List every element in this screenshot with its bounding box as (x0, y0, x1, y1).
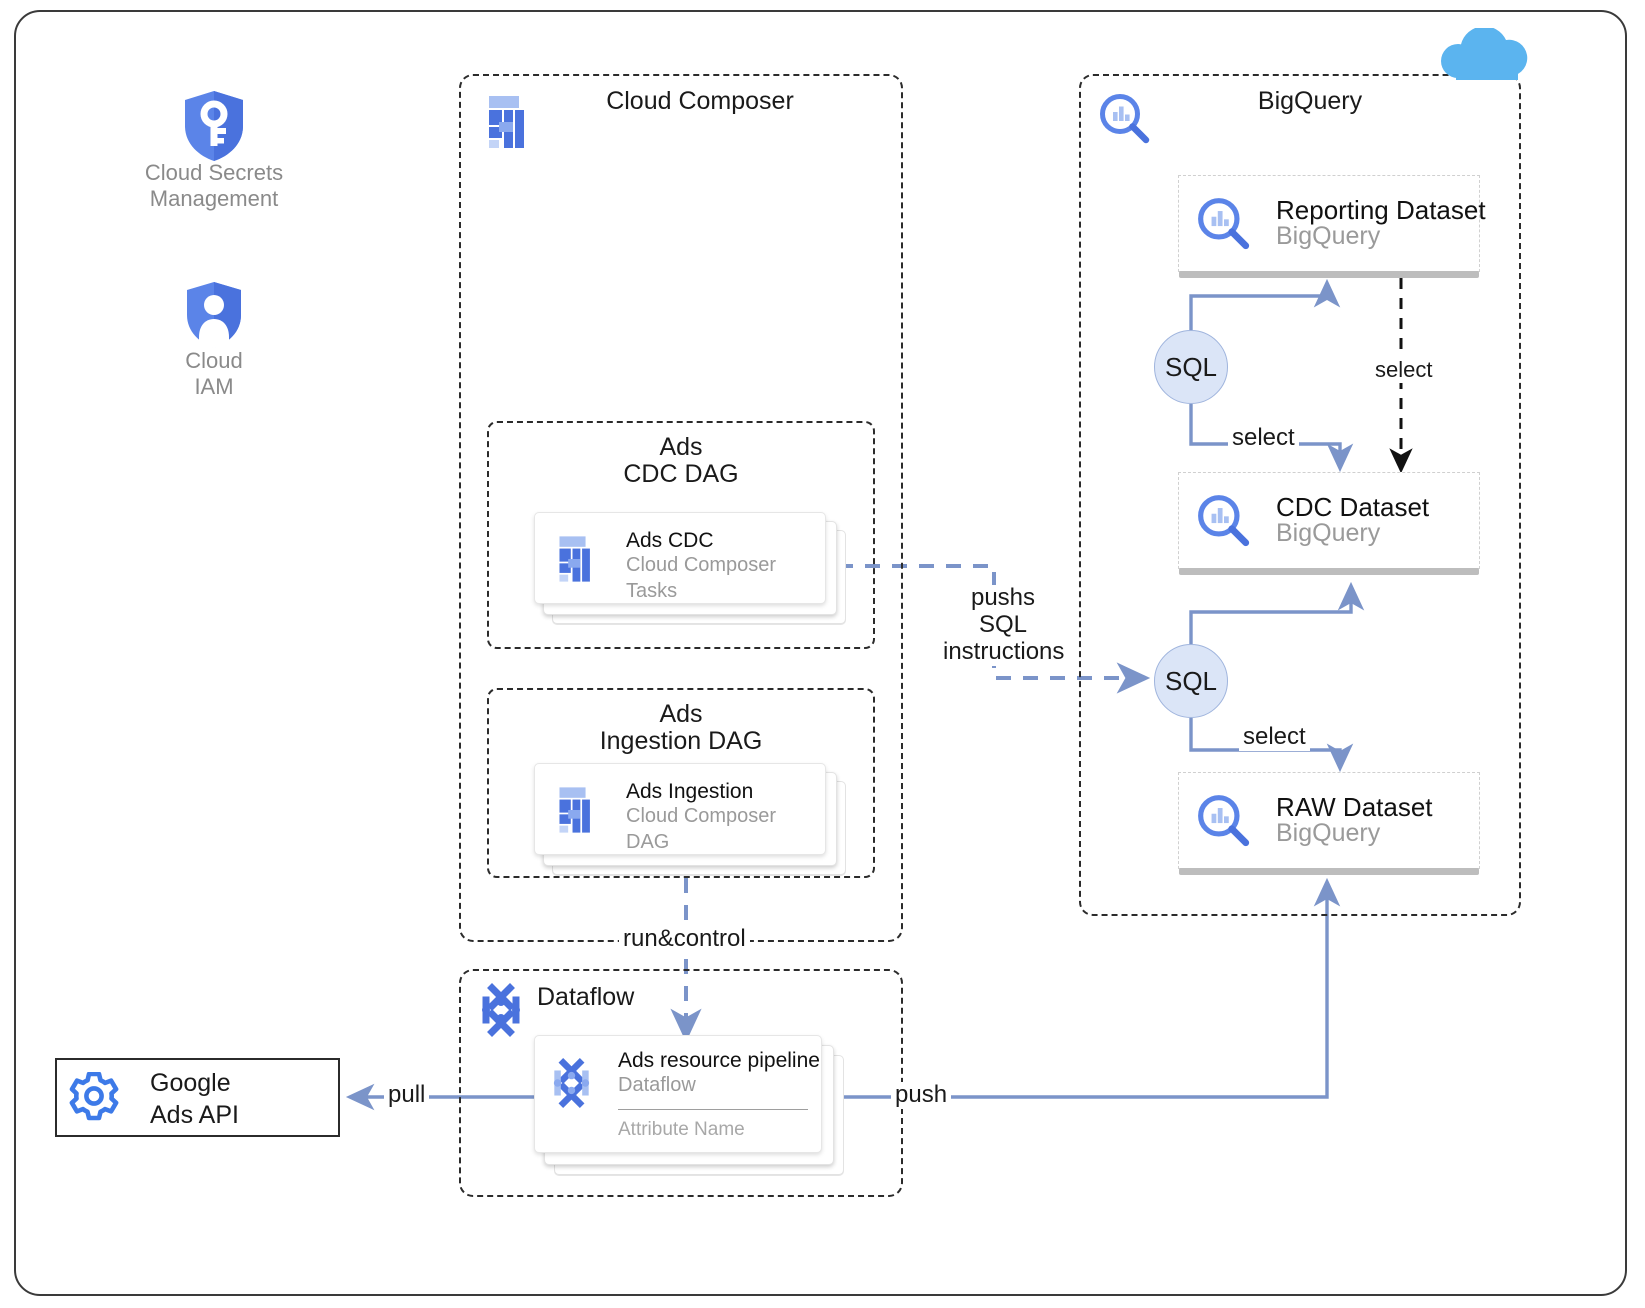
cloud-composer-group-title: Cloud Composer (606, 87, 794, 115)
shield-key-icon (185, 91, 243, 161)
cdc-dataset-title: CDC Dataset (1276, 492, 1430, 522)
edge-label-select-reporting-to-cdc: select (1371, 357, 1437, 383)
edge-label-pull: pull (384, 1081, 430, 1109)
ads-cdc-dag-group (487, 421, 875, 649)
ads-cdc-card-stack[interactable]: Ads CDC Cloud Composer Tasks (534, 512, 846, 624)
ads-resource-pipeline-card[interactable] (534, 1035, 822, 1153)
edge-label-run-control: run&control (619, 925, 750, 953)
bigquery-icon (1198, 495, 1250, 547)
raw-dataset-subtitle: BigQuery (1276, 819, 1381, 847)
bigquery-cloud-decoration (1440, 26, 1532, 85)
cloud-iam-service (185, 281, 243, 354)
shield-person-icon (187, 282, 241, 349)
ads-ingestion-card-subtitle: Cloud Composer DAG (626, 805, 777, 853)
dataflow-card-stack[interactable]: Ads resource pipeline Dataflow Attribute… (534, 1035, 854, 1175)
dataflow-icon (482, 983, 520, 1037)
cdc-dataset-icon-wrap (1196, 493, 1252, 554)
edge-label-select-bottom: select (1239, 723, 1310, 751)
cloud-iam-caption: Cloud IAM (185, 348, 243, 399)
bigquery-group-icon (1098, 92, 1152, 151)
bigquery-group (1079, 74, 1521, 916)
cloud-secrets-management-service (183, 90, 245, 167)
cloud-secrets-management-caption: Cloud Secrets Management (144, 160, 284, 211)
sql-node-top[interactable]: SQL (1154, 330, 1228, 404)
cloud-composer-icon (559, 536, 590, 582)
raw-dataset-icon-wrap (1196, 793, 1252, 854)
cloud-composer-icon (489, 96, 524, 148)
dataflow-group-title: Dataflow (537, 983, 635, 1011)
dataflow-card-title: Ads resource pipeline (618, 1049, 820, 1072)
ads-cdc-card-icon-wrap (556, 536, 596, 587)
cloud-icon (1441, 26, 1528, 80)
ads-ingestion-card-icon-wrap (556, 787, 596, 838)
reporting-dataset-subtitle: BigQuery (1276, 222, 1381, 250)
edge-label-pushs-sql-instructions: pushs SQL instructions (939, 584, 1067, 666)
dataflow-card-attribute: Attribute Name (618, 1119, 745, 1140)
bigquery-icon (1198, 198, 1250, 250)
ads-cdc-card-subtitle: Cloud Composer Tasks (626, 554, 777, 602)
google-ads-api-title: Google Ads API (150, 1069, 239, 1129)
bigquery-icon (1100, 94, 1150, 144)
dataflow-card-divider (618, 1109, 808, 1110)
ads-ingestion-dag-title: Ads Ingestion DAG (599, 700, 763, 755)
ads-ingestion-card-title: Ads Ingestion (626, 780, 754, 803)
edge-label-push: push (891, 1081, 952, 1109)
ads-ingestion-card-stack[interactable]: Ads Ingestion Cloud Composer DAG (534, 763, 846, 875)
reporting-dataset-title: Reporting Dataset (1276, 195, 1486, 225)
ads-cdc-dag-title: Ads CDC DAG (623, 433, 739, 488)
cloud-composer-icon (559, 787, 590, 833)
cloud-composer-group-icon (485, 96, 531, 153)
ads-cdc-card-title: Ads CDC (626, 529, 714, 552)
reporting-dataset-icon-wrap (1196, 196, 1252, 257)
cdc-dataset-subtitle: BigQuery (1276, 519, 1381, 547)
bigquery-icon (1198, 795, 1250, 847)
sql-node-bottom[interactable]: SQL (1154, 644, 1228, 718)
ads-ingestion-dag-group (487, 688, 875, 878)
bigquery-group-title: BigQuery (1257, 87, 1363, 115)
edge-label-select-top: select (1228, 424, 1299, 452)
dataflow-card-icon-wrap (552, 1057, 604, 1114)
gear-icon (69, 1071, 119, 1121)
dataflow-card-subtitle: Dataflow (618, 1074, 696, 1096)
dataflow-group-icon (480, 982, 536, 1043)
raw-dataset-title: RAW Dataset (1276, 792, 1433, 822)
dataflow-icon (553, 1057, 590, 1109)
google-ads-api-icon-wrap (68, 1071, 120, 1129)
